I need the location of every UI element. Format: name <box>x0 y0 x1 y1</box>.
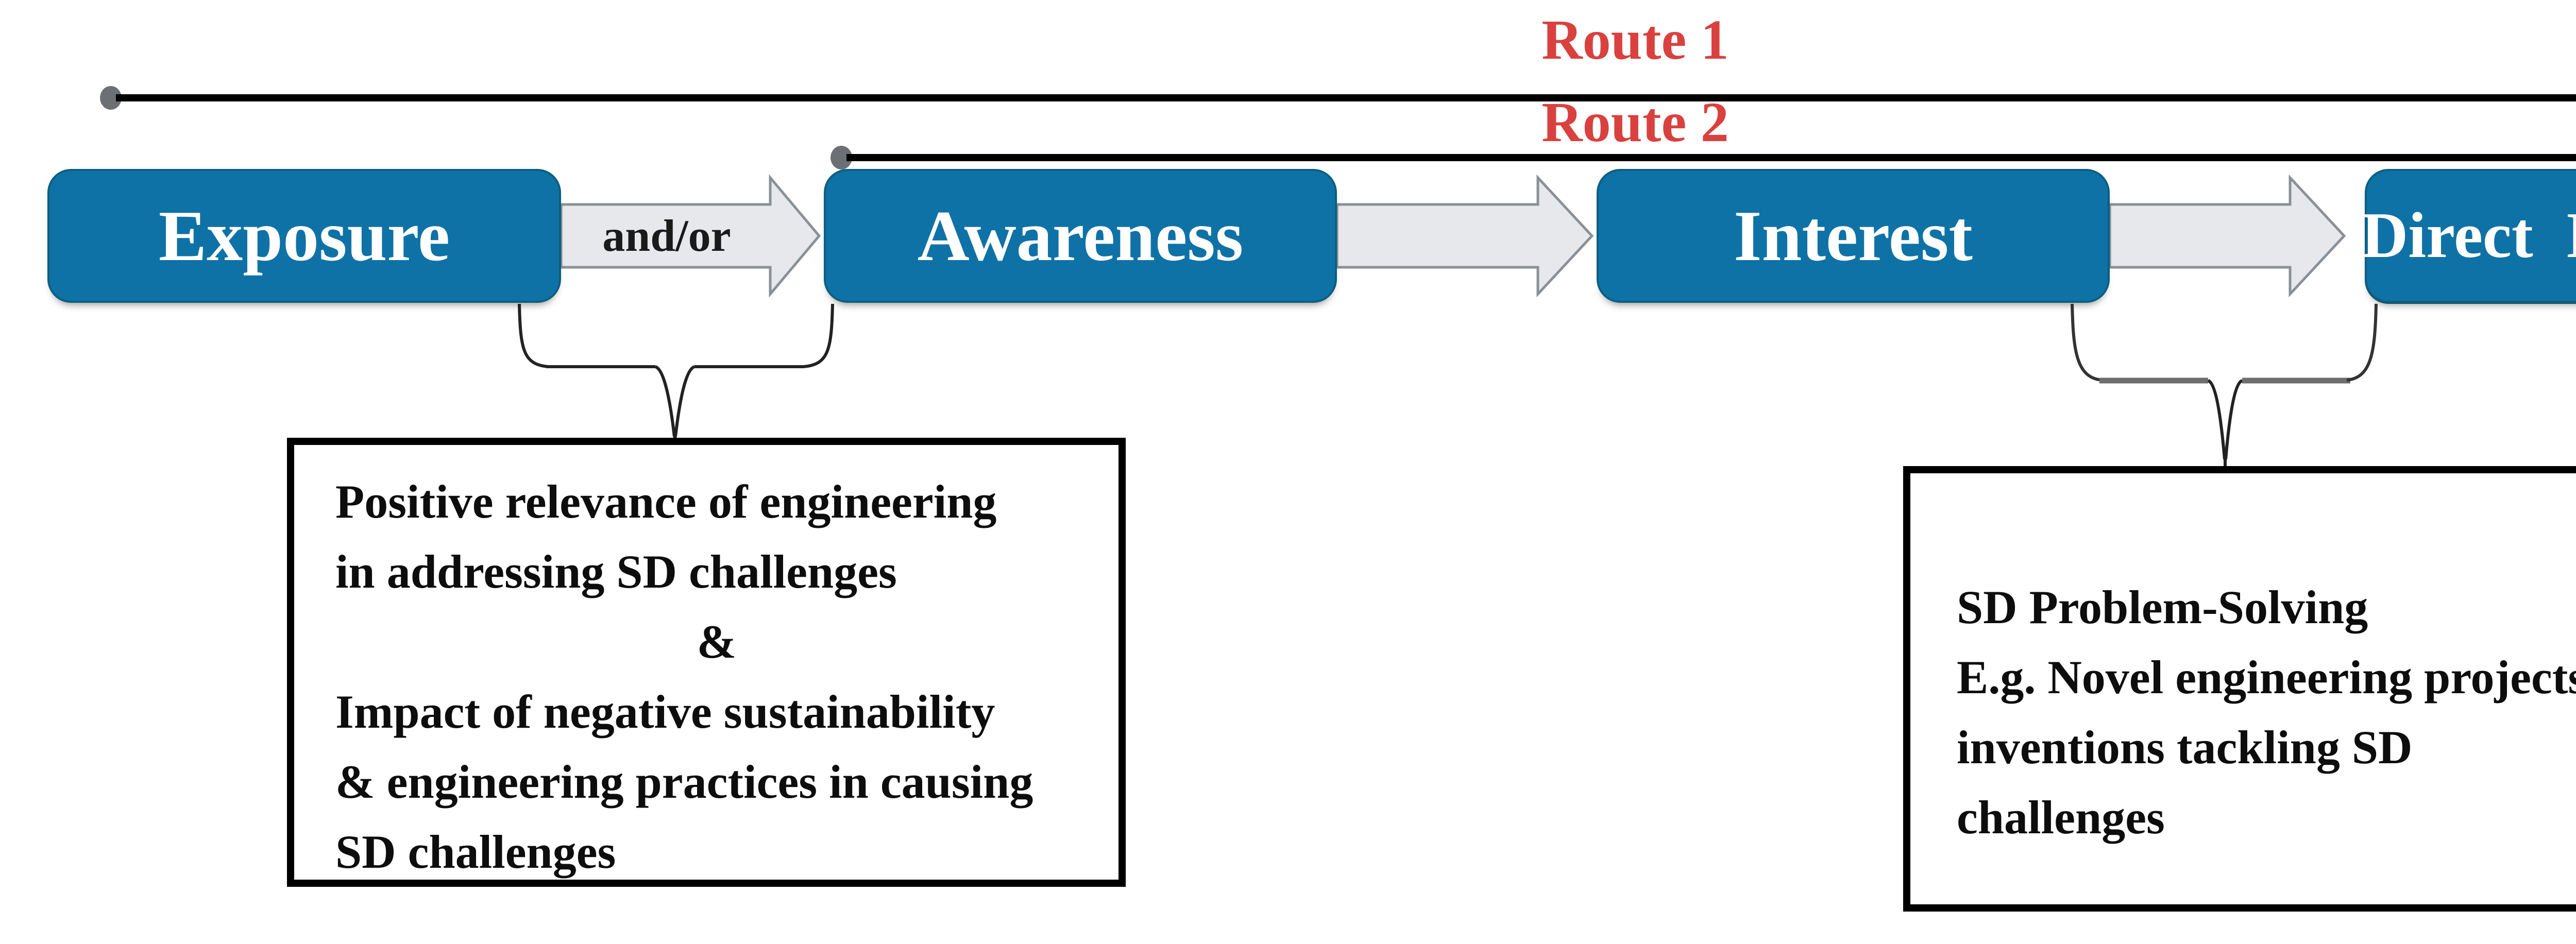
stage-box-awareness: Awareness <box>824 169 1337 303</box>
stage-label-direct-involvement: Direct Involvement <box>2361 200 2576 271</box>
block-arrow-exposure-awareness <box>560 174 821 298</box>
note-line: SD challenges <box>335 826 616 878</box>
stage-label-awareness: Awareness <box>917 196 1244 276</box>
note-line: in addressing SD challenges <box>335 545 897 598</box>
note-line: & engineering practices in causing <box>335 756 1033 808</box>
note-exposure-awareness: Positive relevance of engineering in add… <box>287 438 1126 887</box>
note-line: E.g. Novel engineering projects/ <box>1957 651 2576 703</box>
stage-box-interest: Interest <box>1597 169 2110 303</box>
note-line: & <box>697 615 737 668</box>
route-2-label: Route 2 <box>1541 91 1729 153</box>
note-line: SD Problem-Solving <box>1957 581 2368 633</box>
route-1-label: Route 1 <box>1541 8 1729 71</box>
route-1-start-dot-icon <box>100 86 122 110</box>
stage-label-exposure: Exposure <box>158 196 450 276</box>
note-line: Impact of negative sustainability <box>335 685 995 738</box>
stage-label-interest: Interest <box>1734 196 1973 276</box>
brace-connector-right <box>2071 303 2378 469</box>
stage-box-exposure: Exposure <box>47 169 561 303</box>
route-2-start-dot-icon <box>831 146 852 169</box>
note-line: Positive relevance of engineering <box>335 475 997 528</box>
note-line: inventions tackling SD <box>1957 721 2413 774</box>
note-line: challenges <box>1957 791 2165 844</box>
and-or-connector-label: and/or <box>602 211 731 261</box>
note-sd-problem-solving: SD Problem-Solving E.g. Novel engineerin… <box>1903 466 2576 912</box>
block-arrow-awareness-interest <box>1335 174 1594 298</box>
block-arrow-interest-direct <box>2108 174 2346 298</box>
stage-box-direct-involvement: Direct Involvement <box>2361 169 2576 303</box>
brace-connector-left <box>518 303 834 442</box>
